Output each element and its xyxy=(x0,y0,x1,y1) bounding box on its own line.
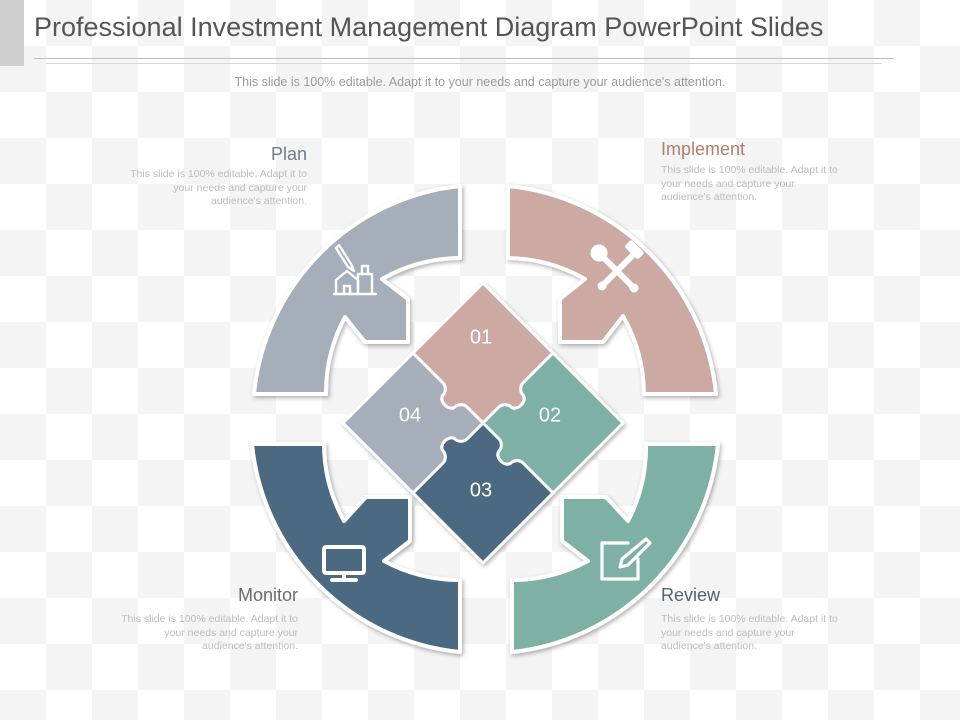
title-accent-bar xyxy=(0,0,24,66)
monitor-icon xyxy=(322,545,366,582)
puzzle-number-03: 03 xyxy=(470,479,492,501)
page-subtitle: This slide is 100% editable. Adapt it to… xyxy=(234,75,726,89)
edit-document-icon xyxy=(600,537,652,581)
title-rule-secondary xyxy=(46,63,882,64)
puzzle xyxy=(341,281,625,565)
implement-arc-arrow xyxy=(506,184,718,396)
title-rule xyxy=(34,58,894,59)
monitor-description: This slide is 100% editable. Adapt it to… xyxy=(121,613,298,652)
monitor-label: Monitor xyxy=(237,585,298,605)
puzzle-number-02: 02 xyxy=(539,404,561,426)
page-title: Professional Investment Management Diagr… xyxy=(34,12,824,42)
plan-label: Plan xyxy=(270,144,307,164)
review-description: This slide is 100% editable. Adapt it to… xyxy=(661,613,838,652)
review-label: Review xyxy=(661,585,721,605)
implement-label: Implement xyxy=(661,139,746,159)
plan-description: This slide is 100% editable. Adapt it to… xyxy=(130,168,307,207)
review-arc-arrow xyxy=(510,442,720,654)
puzzle-number-01: 01 xyxy=(470,326,492,348)
house-drawing-icon xyxy=(332,243,378,296)
puzzle-number-04: 04 xyxy=(399,404,421,426)
tools-icon xyxy=(590,240,644,293)
puzzle-piece-04 xyxy=(341,351,485,495)
implement-description: This slide is 100% editable. Adapt it to… xyxy=(661,164,838,203)
